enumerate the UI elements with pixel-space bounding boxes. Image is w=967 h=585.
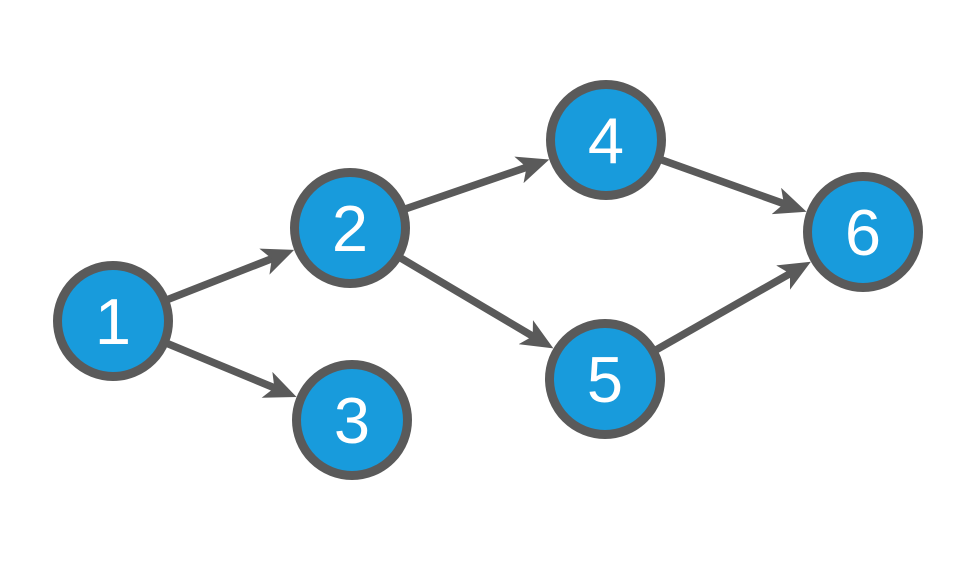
node-2[interactable]: 2: [290, 168, 410, 288]
node-label: 4: [588, 104, 624, 177]
node-label: 3: [334, 384, 370, 457]
node-label: 6: [845, 196, 881, 269]
node-6[interactable]: 6: [803, 172, 923, 292]
node-1[interactable]: 1: [53, 261, 173, 381]
node-circle[interactable]: [292, 360, 412, 480]
node-label: 2: [332, 192, 368, 265]
node-label: 1: [95, 285, 131, 358]
node-circle[interactable]: [290, 168, 410, 288]
node-3[interactable]: 3: [292, 360, 412, 480]
node-4[interactable]: 4: [546, 80, 666, 200]
node-circle[interactable]: [803, 172, 923, 292]
node-5[interactable]: 5: [545, 319, 665, 439]
node-circle[interactable]: [545, 319, 665, 439]
node-circle[interactable]: [53, 261, 173, 381]
edge-layer: [111, 136, 811, 398]
node-circle[interactable]: [546, 80, 666, 200]
node-layer: 1 2 3 4 5 6: [53, 80, 923, 480]
node-label: 5: [587, 343, 623, 416]
